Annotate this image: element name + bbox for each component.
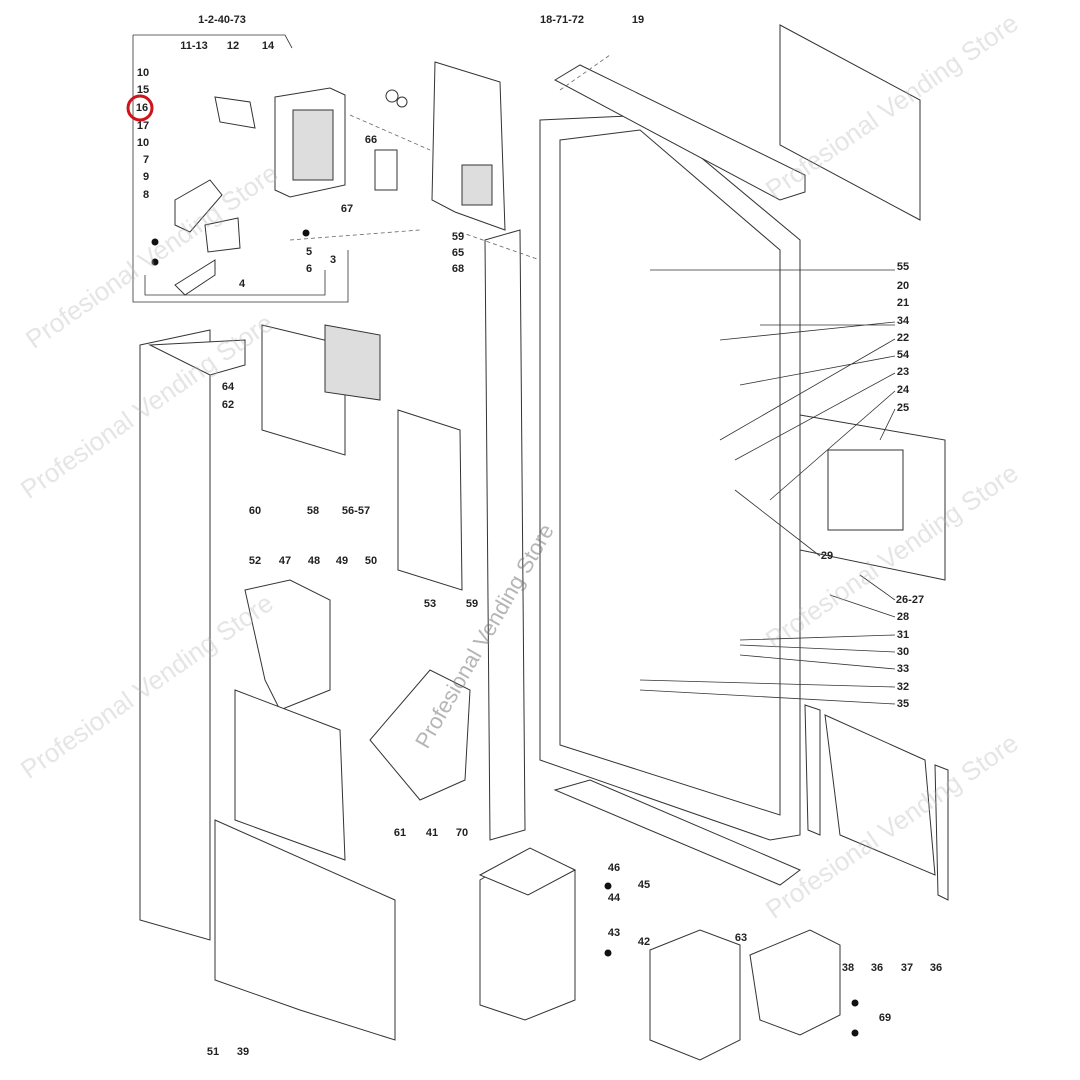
part-label: 5 [305,246,313,258]
part-label: 53 [423,598,437,610]
part-label: 25 [896,402,910,414]
part-label: 37 [900,962,914,974]
part-37 [824,714,936,876]
part-label: 35 [896,698,910,710]
part-label: 8 [142,189,150,201]
part-label: 44 [607,892,621,904]
part-label: 32 [896,681,910,693]
part-label: 69 [878,1012,892,1024]
part-36 [804,704,821,836]
part-label: 12 [226,40,240,52]
part-label: 49 [335,555,349,567]
part-label: 36 [870,962,884,974]
part-label: 6 [305,263,313,275]
part-label: 10 [136,67,150,79]
part-label: 56-57 [341,505,371,517]
part-39 [214,819,396,1041]
part-label: 54 [896,349,910,361]
part-label: 22 [896,332,910,344]
part-53 [397,409,463,591]
part-label: 47 [278,555,292,567]
part-label: 7 [142,154,150,166]
part-label: 64 [221,381,235,393]
part-label: 43 [607,927,621,939]
part-label: 23 [896,366,910,378]
part-4 [204,217,241,253]
part-label: 61 [393,827,407,839]
part-label: 28 [896,611,910,623]
part-label: 41 [425,827,439,839]
part-label: 62 [221,399,235,411]
part-label: 58 [306,505,320,517]
part-label: 39 [236,1046,250,1058]
part-label: 1-2-40-73 [198,14,246,26]
part-label: 10 [136,137,150,149]
part-label: 66 [364,134,378,146]
part-label: 14 [261,40,275,52]
part-label: 45 [637,879,651,891]
part-47 [244,579,331,711]
part-label: 9 [142,171,150,183]
part-label: 68 [451,263,465,275]
part-label: 65 [451,247,465,259]
part-69 [649,929,741,1061]
highlight-circle [126,94,154,122]
part-label: 48 [307,555,321,567]
part-label: 70 [455,827,469,839]
part-label: 55 [896,261,910,273]
part-label: 20 [896,280,910,292]
part-label: 52 [248,555,262,567]
part-label: 42 [637,936,651,948]
part-61 [234,689,346,861]
part-label: 26-27 [895,594,925,606]
part-label: 31 [896,629,910,641]
part-label: 33 [896,663,910,675]
part-label: 21 [896,297,910,309]
part-label: 38 [841,962,855,974]
part-63 [553,779,801,886]
part-label: 29 [820,550,834,562]
part-label: 19 [631,14,645,26]
part-51 [139,329,211,941]
part-label: 30 [896,646,910,658]
part-label: 36 [929,962,943,974]
part-8 [174,179,223,233]
part-label: 63 [734,932,748,944]
part-70 [484,229,526,841]
part-label: 17 [136,120,150,132]
part-label: 4 [238,278,246,290]
part-label: 59 [451,231,465,243]
part-label: 50 [364,555,378,567]
part-label: 34 [896,315,910,327]
part-58 [261,324,346,456]
part-label: 24 [896,384,910,396]
part-label: 51 [206,1046,220,1058]
part-label: 16 [135,102,149,114]
part-label: 18-71-72 [539,14,585,26]
part-label: 67 [340,203,354,215]
part-label: 11-13 [180,40,208,52]
part-label: 59 [465,598,479,610]
part-label: 15 [136,84,150,96]
part-41 [369,669,471,801]
part-label: 46 [607,862,621,874]
part-19 [553,64,806,201]
part-11-13 [214,96,256,129]
part-55 [779,24,921,221]
part-label: 60 [248,505,262,517]
part-label: 3 [329,254,337,266]
